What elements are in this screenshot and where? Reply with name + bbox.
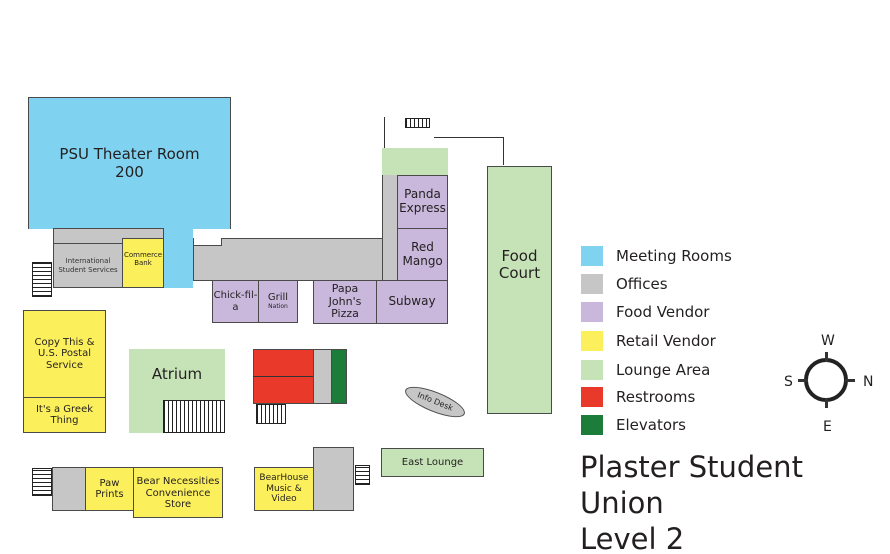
legend-item-retail: Retail Vendor bbox=[581, 331, 716, 351]
vendor-papa-johns[interactable]: Papa John's Pizza bbox=[313, 280, 377, 324]
legend-swatch bbox=[581, 246, 603, 266]
legend-label: Retail Vendor bbox=[616, 332, 716, 350]
legend-swatch bbox=[581, 387, 603, 407]
map-title: Plaster Student Union Level 2 bbox=[580, 449, 890, 554]
compass-south: S bbox=[784, 374, 793, 390]
room-label: Grill bbox=[267, 292, 289, 304]
legend-item-offices: Offices bbox=[581, 274, 668, 294]
elevators[interactable] bbox=[331, 349, 347, 404]
legend-label: Food Vendor bbox=[616, 303, 710, 321]
room-label: Chick-fil-a bbox=[213, 290, 258, 313]
room-label: It's a Greek Thing bbox=[35, 403, 94, 427]
office-corridor bbox=[193, 238, 398, 281]
room-psu-theater[interactable]: PSU Theater Room 200 bbox=[28, 97, 231, 229]
legend-item-meeting: Meeting Rooms bbox=[581, 246, 732, 266]
lounge-east[interactable]: East Lounge bbox=[381, 448, 484, 477]
compass-tick bbox=[845, 379, 855, 382]
compass-tick bbox=[825, 398, 828, 408]
legend-swatch bbox=[581, 415, 603, 435]
stairs-ne bbox=[405, 118, 430, 128]
retail-paw-prints[interactable]: Paw Prints bbox=[85, 467, 134, 511]
legend-item-elevators: Elevators bbox=[581, 415, 686, 435]
legend-label: Restrooms bbox=[616, 388, 696, 406]
room-label: Panda Express bbox=[399, 187, 446, 215]
legend-label: Meeting Rooms bbox=[616, 247, 732, 265]
legend-label: Elevators bbox=[616, 416, 686, 434]
office-small bbox=[313, 349, 332, 404]
corridor-notch bbox=[194, 238, 222, 246]
room-label: BearHouse Music & Video bbox=[259, 473, 309, 505]
restroom-divider bbox=[253, 376, 314, 377]
legend-swatch bbox=[581, 302, 603, 322]
legend-swatch bbox=[581, 360, 603, 380]
legend-swatch bbox=[581, 274, 603, 294]
wall bbox=[503, 137, 504, 165]
room-label: Subway bbox=[388, 294, 436, 309]
wall bbox=[384, 117, 385, 148]
lounge-food-court[interactable]: Food Court bbox=[487, 166, 552, 414]
retail-greek-thing[interactable]: It's a Greek Thing bbox=[23, 397, 106, 433]
compass-icon bbox=[804, 358, 848, 402]
legend-item-restrooms: Restrooms bbox=[581, 387, 695, 407]
lounge-upper bbox=[382, 148, 448, 175]
compass-tick bbox=[825, 352, 828, 362]
legend-item-lounge: Lounge Area bbox=[581, 360, 710, 380]
vendor-subway[interactable]: Subway bbox=[376, 280, 448, 324]
vendor-panda-express[interactable]: Panda Express bbox=[397, 175, 448, 229]
room-label: Red Mango bbox=[402, 239, 443, 268]
room-label: Bear Necessities Convenience Store bbox=[136, 476, 220, 510]
room-label: International Student Services bbox=[58, 257, 118, 274]
vendor-red-mango[interactable]: Red Mango bbox=[397, 228, 448, 281]
atrium-stairs bbox=[163, 400, 225, 433]
room-label: Copy This & U.S. Postal Service bbox=[34, 336, 95, 371]
retail-bearhouse[interactable]: BearHouse Music & Video bbox=[254, 467, 314, 511]
office-vertical bbox=[382, 175, 398, 281]
wall bbox=[434, 137, 504, 138]
room-psu-theater-extension bbox=[163, 228, 193, 288]
restroom-stairs bbox=[256, 404, 286, 424]
legend-item-food: Food Vendor bbox=[581, 302, 709, 322]
legend-label: Offices bbox=[616, 275, 668, 293]
room-label: Food Court bbox=[498, 246, 541, 282]
office-bottom-right bbox=[313, 447, 354, 511]
compass-tick bbox=[798, 379, 808, 382]
info-desk[interactable]: Info Desk bbox=[401, 380, 469, 424]
stairs-se bbox=[355, 465, 370, 485]
room-label: Commerce Bank bbox=[124, 251, 162, 268]
room-label: East Lounge bbox=[401, 456, 464, 468]
room-label: Info Desk bbox=[415, 390, 455, 414]
compass-east: E bbox=[823, 419, 832, 435]
legend-label: Lounge Area bbox=[616, 361, 711, 379]
room-label: Papa John's Pizza bbox=[328, 282, 362, 321]
compass-north: N bbox=[863, 374, 874, 390]
retail-copy-this[interactable]: Copy This & U.S. Postal Service bbox=[23, 310, 106, 398]
vendor-chick-fil-a[interactable]: Chick-fil-a bbox=[212, 280, 259, 323]
retail-bear-necessities[interactable]: Bear Necessities Convenience Store bbox=[133, 467, 223, 518]
room-label: Atrium bbox=[151, 365, 203, 383]
room-international-student-services[interactable]: International Student Services bbox=[53, 243, 123, 288]
stairs-nw bbox=[32, 262, 52, 297]
title-building: Plaster Student Union bbox=[580, 450, 803, 520]
room-sublabel: Nation bbox=[268, 302, 288, 310]
legend-swatch bbox=[581, 331, 603, 351]
compass-west: W bbox=[821, 333, 835, 349]
room-commerce-bank[interactable]: Commerce Bank bbox=[122, 238, 164, 288]
title-level: Level 2 bbox=[580, 522, 685, 554]
office-bottom-left bbox=[52, 467, 86, 511]
stairs-sw bbox=[32, 468, 52, 496]
room-label: Paw Prints bbox=[95, 477, 124, 501]
room-label: PSU Theater Room 200 bbox=[59, 145, 200, 181]
